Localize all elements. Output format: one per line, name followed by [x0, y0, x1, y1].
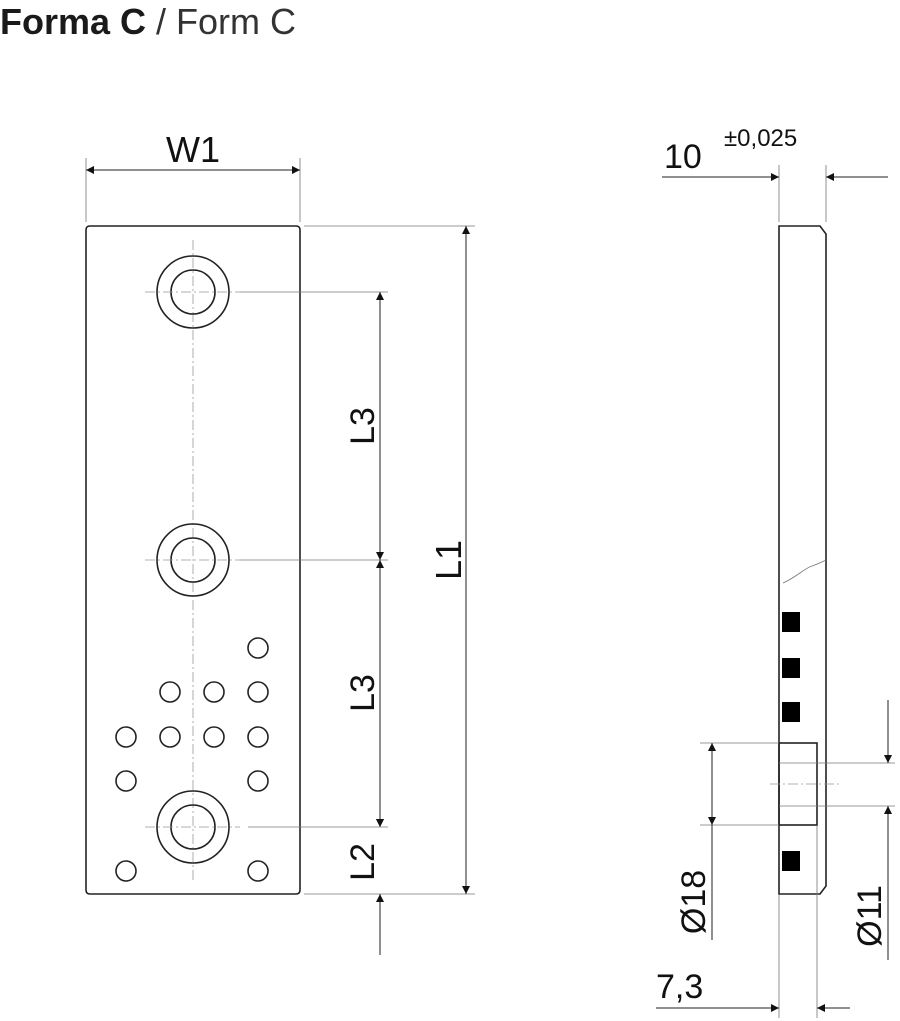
cutaway-line: [782, 559, 827, 584]
label-l1: L1: [428, 540, 469, 580]
small-holes: [115, 637, 269, 882]
page-title: Forma C / Form C: [0, 0, 296, 44]
label-l2: L2: [344, 843, 382, 881]
label-l3-lower: L3: [344, 674, 382, 712]
dimension-offset: 7,3: [656, 826, 850, 1018]
front-view: W1 L3 L3 L2 L1: [85, 129, 475, 955]
side-view: 10 ±0,025 Ø18 Ø11 7,3: [656, 125, 895, 1018]
label-l3-upper: L3: [344, 407, 382, 445]
dimension-outer-diameter: Ø18: [675, 742, 779, 940]
counterbore-hole-middle: [145, 523, 240, 597]
label-offset: 7,3: [656, 968, 703, 1006]
title-secondary: Form C: [176, 1, 297, 42]
label-inner-diameter: Ø11: [851, 885, 889, 947]
plate-side-outline: [778, 225, 827, 895]
title-primary: Forma C: [0, 1, 147, 42]
extension-lines: [240, 225, 475, 895]
dimension-thickness: 10 ±0,025: [662, 125, 888, 222]
label-thickness: 10: [664, 138, 702, 176]
label-thickness-tolerance: ±0,025: [724, 125, 797, 152]
dimension-l1: L1: [428, 226, 470, 894]
dimension-l3-upper: L3: [344, 292, 384, 560]
title-separator: /: [146, 1, 177, 42]
slots: [782, 612, 800, 871]
plate-outline: [85, 225, 301, 895]
counterbore-hole-bottom: [145, 790, 240, 864]
side-boss: [770, 742, 840, 826]
label-outer-diameter: Ø18: [675, 870, 713, 934]
counterbore-hole-top: [145, 255, 240, 329]
label-w1: W1: [166, 129, 220, 170]
dimension-l2: L2: [344, 770, 384, 955]
dimension-w1: W1: [85, 129, 301, 222]
dimension-l3-lower: L3: [344, 560, 384, 827]
dimension-inner-diameter: Ø11: [826, 700, 895, 960]
